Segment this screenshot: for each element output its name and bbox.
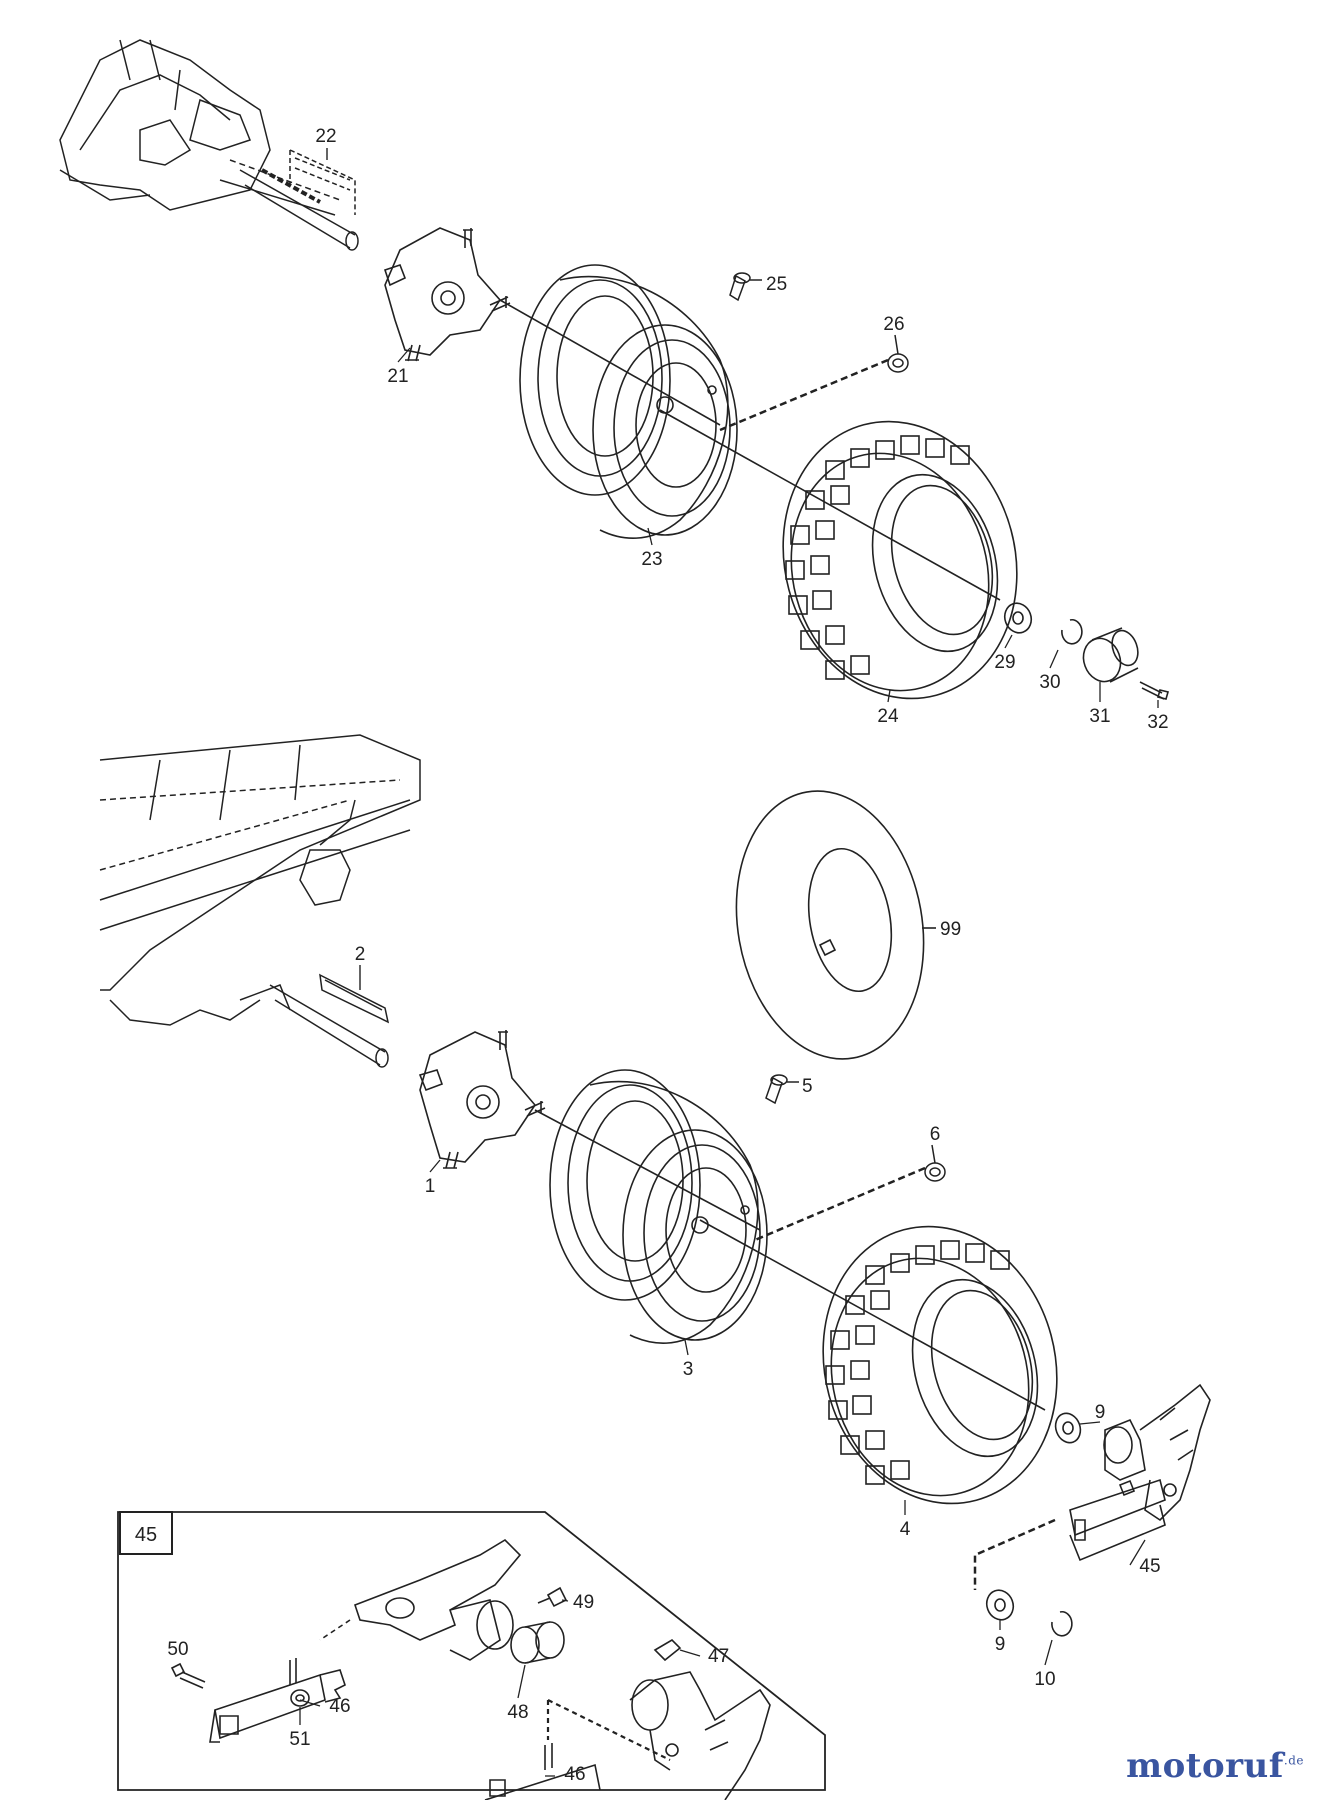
bushing-48: [510, 1621, 565, 1664]
label-22: 22: [315, 126, 336, 147]
label-6: 6: [930, 1124, 941, 1145]
washer-29: [1003, 602, 1033, 634]
watermark-suffix: .de: [1283, 1753, 1304, 1768]
lever-arm: [319, 1538, 522, 1661]
label-10: 10: [1034, 1669, 1055, 1690]
bracket-46-lower: [484, 1699, 671, 1800]
retaining-ring-10: [1051, 1611, 1073, 1637]
lug-nut-26: [719, 334, 909, 432]
bolt-32: [1139, 681, 1169, 700]
label-24: 24: [877, 706, 899, 727]
label-32: 32: [1147, 712, 1168, 733]
label-49: 49: [573, 1592, 594, 1613]
label-3: 3: [683, 1359, 694, 1380]
hitch-plate: [629, 1671, 771, 1800]
label-47: 47: [708, 1646, 729, 1667]
lug-nut-6: [754, 1144, 946, 1242]
retaining-ring-30: [1061, 619, 1083, 645]
label-29: 29: [994, 652, 1015, 673]
clip-47: [653, 1638, 682, 1662]
label-9-upper: 9: [1095, 1402, 1106, 1423]
label-5: 5: [802, 1076, 813, 1097]
label-9-lower: 9: [995, 1634, 1006, 1655]
label-23: 23: [641, 549, 662, 570]
inset-panel-45: [117, 1511, 826, 1791]
pin-49: [537, 1586, 568, 1608]
washer-9-upper: [1054, 1412, 1082, 1444]
washer-9-lower: [985, 1589, 1015, 1621]
wheel-hub-1: [418, 1030, 761, 1231]
inset-label-45: 45: [135, 1524, 157, 1546]
label-30: 30: [1039, 672, 1060, 693]
label-21: 21: [387, 366, 408, 387]
axle-shaft-bottom: [269, 984, 389, 1068]
label-31: 31: [1089, 706, 1110, 727]
tire-24: [659, 409, 1018, 700]
axle-shaft-top: [239, 168, 359, 251]
hitch-bracket-45: [973, 1383, 1211, 1590]
label-45: 45: [1139, 1556, 1160, 1577]
rear-axle-housing: [59, 39, 341, 216]
wheel-rim-23: [519, 264, 738, 539]
nut-51: [290, 1689, 310, 1707]
watermark-logo: motoruf.de: [1126, 1746, 1304, 1786]
label-50: 50: [167, 1639, 188, 1660]
key-part-22: [289, 149, 356, 215]
bracket-46-upper: [209, 1658, 346, 1743]
tire-4: [699, 1219, 1058, 1505]
label-1: 1: [425, 1176, 436, 1197]
bolt-50: [170, 1662, 206, 1689]
label-2: 2: [355, 944, 366, 965]
tractor-frame: [99, 734, 421, 1026]
valve-stem-25: [729, 272, 762, 302]
label-4: 4: [900, 1519, 911, 1540]
key-part-2: [319, 973, 390, 1024]
label-46-upper: 46: [329, 1696, 350, 1717]
label-51: 51: [289, 1729, 310, 1750]
label-25: 25: [766, 274, 787, 295]
label-26: 26: [883, 314, 904, 335]
inner-tube-99: [735, 790, 936, 1060]
callout-labels: 22 21 25 26 23 24 29 30 31 32 2 99 1 5 6…: [135, 126, 1169, 1785]
wheel-rim-3: [549, 1069, 768, 1344]
label-99: 99: [940, 919, 961, 940]
watermark-brand: motoruf: [1126, 1746, 1284, 1786]
hub-cap-31: [1082, 627, 1139, 683]
valve-stem-5: [765, 1074, 799, 1105]
leader-lines: [299, 347, 1159, 1777]
label-48: 48: [507, 1702, 528, 1723]
label-46-lower: 46: [564, 1764, 585, 1785]
